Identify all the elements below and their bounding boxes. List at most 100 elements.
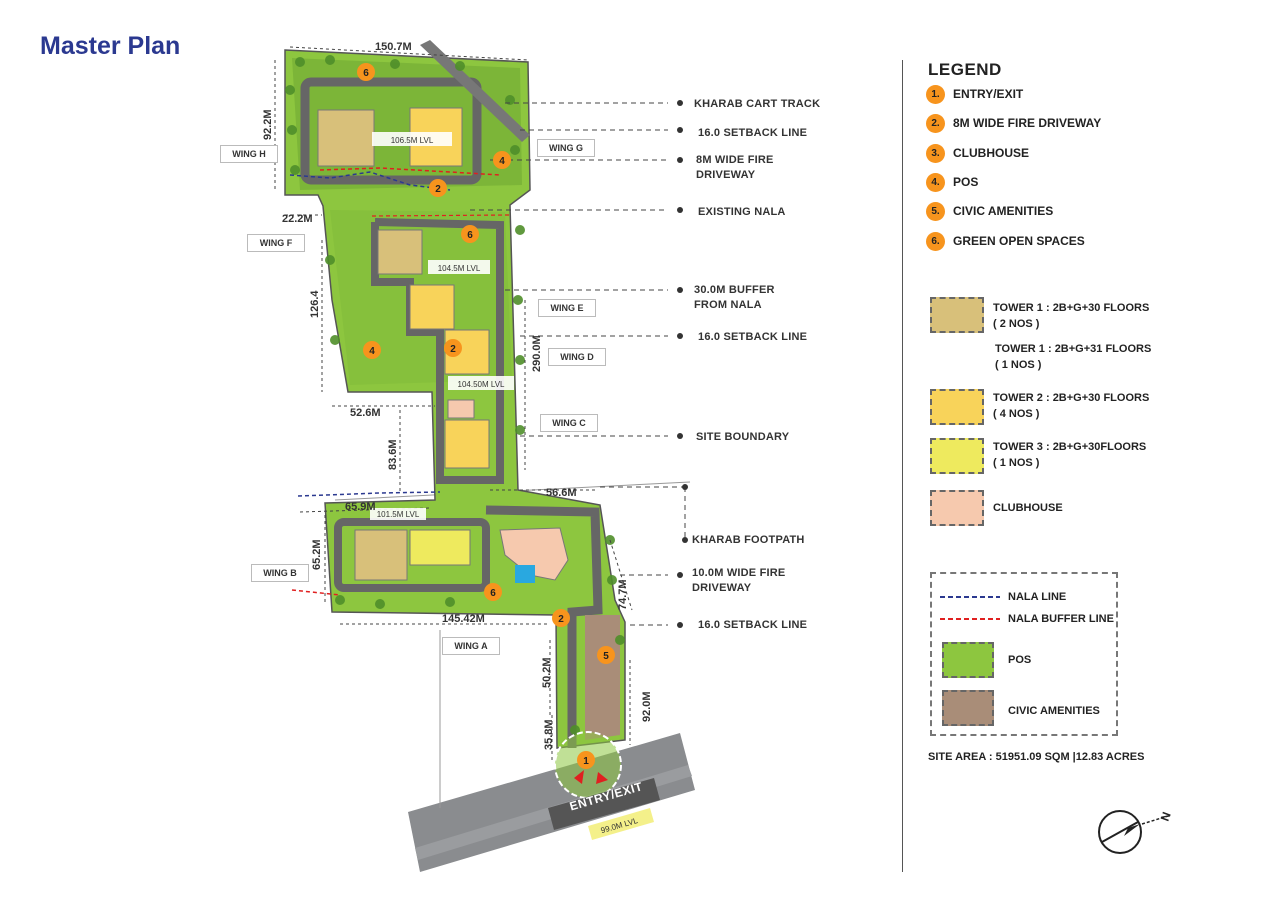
legend-tower2-count: ( 4 NOS ) bbox=[993, 408, 1040, 420]
road-loop-h bbox=[300, 77, 482, 185]
north-arrow-icon: N bbox=[1098, 810, 1174, 854]
legend-item-pos: 4. POS bbox=[926, 171, 978, 193]
callout-fire-driveway-1-line2: DRIVEWAY bbox=[696, 169, 756, 181]
svg-text:6: 6 bbox=[363, 68, 369, 79]
legend-label: GREEN OPEN SPACES bbox=[953, 234, 1085, 248]
dim-bottom-width: 145.42M bbox=[442, 613, 485, 625]
legend-tower1b-label: TOWER 1 : 2B+G+31 FLOORS bbox=[995, 343, 1152, 355]
legend-badge: 2. bbox=[926, 113, 945, 133]
swatch-tower3 bbox=[930, 438, 984, 474]
legend-badge: 1. bbox=[926, 84, 945, 104]
callout-nala-buffer-line1: 30.0M BUFFER bbox=[694, 284, 775, 296]
dim-wing-c-height: 83.6M bbox=[387, 439, 399, 470]
legend-nala-line: NALA LINE bbox=[1008, 591, 1067, 603]
callout-fire-driveway-1: 8M WIDE FIRE DRIVEWAY bbox=[696, 153, 774, 183]
wing-h-label: WING H bbox=[220, 145, 278, 163]
legend-civic: CIVIC AMENITIES bbox=[1008, 705, 1100, 717]
svg-text:6: 6 bbox=[467, 230, 473, 241]
legend-label: 8M WIDE FIRE DRIVEWAY bbox=[953, 116, 1102, 130]
callout-site-boundary: SITE BOUNDARY bbox=[696, 431, 790, 443]
legend-tower2: TOWER 2 : 2B+G+30 FLOORS ( 4 NOS ) bbox=[993, 390, 1149, 422]
swatch-tower1 bbox=[930, 297, 984, 333]
dim-clubhouse-width: 56.6M bbox=[546, 487, 577, 499]
level-label-3: 104.50M LVL bbox=[458, 380, 506, 389]
legend-item-green-open-spaces: 6. GREEN OPEN SPACES bbox=[926, 230, 1085, 252]
nala-line bbox=[289, 171, 451, 191]
callout-setback-line-3: 16.0 SETBACK LINE bbox=[698, 619, 808, 631]
legend-lines-box bbox=[930, 572, 1118, 736]
tower-clubhouse-mid bbox=[447, 399, 475, 419]
nala-buffer-line bbox=[319, 167, 501, 176]
legend-badge: 5. bbox=[926, 201, 945, 221]
legend-tower3-count: ( 1 NOS ) bbox=[993, 457, 1040, 469]
callout-fire-driveway-2-line2: DRIVEWAY bbox=[692, 582, 752, 594]
dim-top-width: 150.7M bbox=[375, 41, 412, 53]
legend-tower1a: TOWER 1 : 2B+G+30 FLOORS ( 2 NOS ) bbox=[993, 300, 1149, 332]
road-loop-b bbox=[334, 518, 490, 592]
dim-offset-3: 65.9M bbox=[345, 501, 376, 513]
dim-offset-1: 22.2M bbox=[282, 213, 313, 225]
wing-b-label: WING B bbox=[251, 564, 309, 582]
clubhouse bbox=[499, 527, 569, 581]
nala-line-lower bbox=[297, 491, 441, 497]
callout-kharab-footpath: KHARAB FOOTPATH bbox=[692, 534, 805, 546]
callout-fire-driveway-1-line1: 8M WIDE FIRE bbox=[696, 154, 774, 166]
nala-buffer-line-2 bbox=[371, 214, 511, 217]
svg-text:2: 2 bbox=[558, 614, 564, 625]
tower-wing-b2 bbox=[409, 529, 471, 566]
svg-text:2: 2 bbox=[450, 344, 456, 355]
legend-label: POS bbox=[953, 175, 979, 189]
dim-approach-1: 50.2M bbox=[541, 657, 553, 688]
swatch-clubhouse bbox=[930, 490, 984, 526]
wing-f-label: WING F bbox=[247, 234, 305, 252]
callout-setback-line-2: 16.0 SETBACK LINE bbox=[698, 331, 808, 343]
legend-tower3-label: TOWER 3 : 2B+G+30FLOORS bbox=[993, 441, 1147, 453]
level-box-3 bbox=[448, 376, 514, 390]
plan-markers: 6 4 2 6 4 2 6 2 5 1 bbox=[357, 63, 615, 769]
level-box-1 bbox=[372, 132, 452, 146]
svg-text:6: 6 bbox=[490, 588, 496, 599]
level-box-4 bbox=[370, 508, 426, 520]
entry-lvl-box bbox=[588, 808, 654, 840]
legend-tower1b-count: ( 1 NOS ) bbox=[995, 359, 1042, 371]
tower-wing-f bbox=[377, 229, 423, 275]
tower-wing-e bbox=[409, 284, 455, 330]
legend-tower1a-label: TOWER 1 : 2B+G+30 FLOORS bbox=[993, 302, 1150, 314]
wing-d-label: WING D bbox=[548, 348, 606, 366]
wing-g-label: WING G bbox=[537, 139, 595, 157]
level-label-4: 101.5M LVL bbox=[377, 510, 420, 519]
page-title: Master Plan bbox=[40, 32, 181, 60]
legend-title: LEGEND bbox=[928, 60, 1002, 79]
svg-text:N: N bbox=[1158, 810, 1174, 823]
svg-text:4: 4 bbox=[369, 346, 375, 357]
road-loop-f bbox=[371, 218, 504, 484]
legend-tower1a-count: ( 2 NOS ) bbox=[993, 318, 1040, 330]
civic-amenities-area bbox=[585, 615, 620, 740]
site-area: SITE AREA : 51951.09 SQM |12.83 ACRES bbox=[928, 751, 1145, 763]
legend-badge: 6. bbox=[926, 231, 945, 251]
wing-e-label: WING E bbox=[538, 299, 596, 317]
entry-arrow-out bbox=[596, 772, 608, 784]
wing-c-label: WING C bbox=[540, 414, 598, 432]
svg-text:2: 2 bbox=[435, 184, 441, 195]
legend-badge: 4. bbox=[926, 172, 945, 192]
kharab-cart-track bbox=[420, 40, 530, 142]
swimming-pool bbox=[515, 565, 535, 583]
callout-fire-driveway-2: 10.0M WIDE FIRE DRIVEWAY bbox=[692, 566, 785, 596]
level-label-1: 106.5M LVL bbox=[391, 136, 434, 145]
legend-nala-buffer-line: NALA BUFFER LINE bbox=[1008, 613, 1114, 625]
legend-item-entry-exit: 1. ENTRY/EXIT bbox=[926, 83, 1023, 105]
dim-wing-b-height: 65.2M bbox=[311, 539, 323, 570]
tower-wing-h bbox=[317, 109, 375, 167]
dim-right-height: 290.0M bbox=[531, 335, 543, 372]
entry-label-box bbox=[548, 778, 660, 830]
callout-fire-driveway-2-line1: 10.0M WIDE FIRE bbox=[692, 567, 786, 579]
legend-tower1b: TOWER 1 : 2B+G+31 FLOORS ( 1 NOS ) bbox=[995, 341, 1151, 373]
legend-pos: POS bbox=[1008, 654, 1032, 666]
legend-clubhouse: CLUBHOUSE bbox=[993, 502, 1063, 514]
master-plan-drawing: 106.5M LVL 104.5M LVL 104.50M LVL 101.5M… bbox=[262, 40, 695, 872]
dim-offset-2: 52.6M bbox=[350, 407, 381, 419]
level-box-2 bbox=[428, 260, 490, 274]
legend-badge: 3. bbox=[926, 143, 945, 163]
